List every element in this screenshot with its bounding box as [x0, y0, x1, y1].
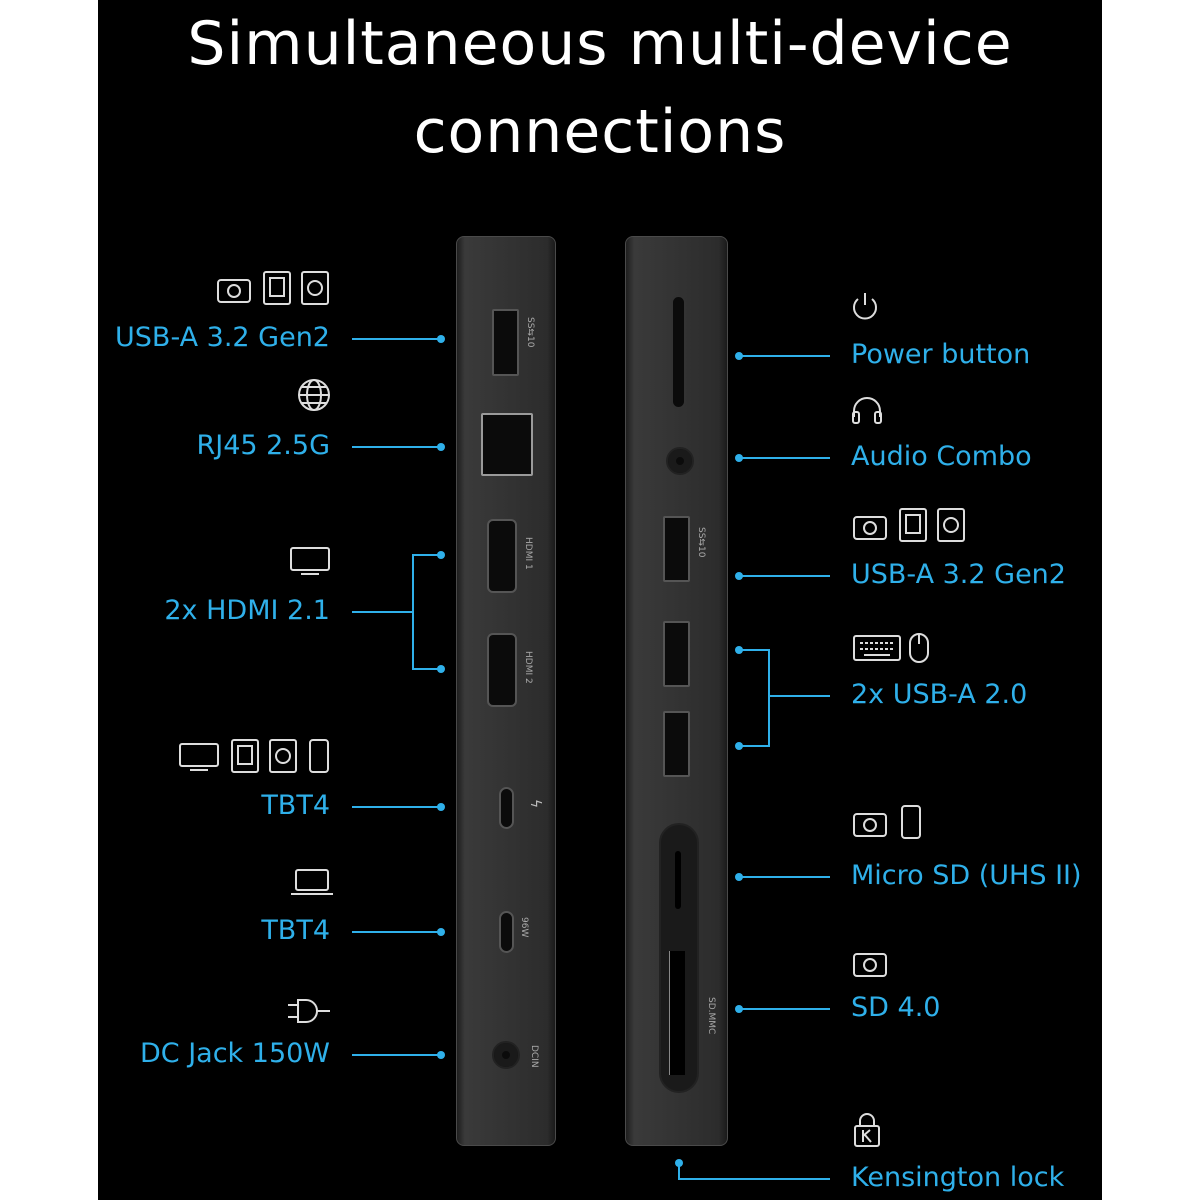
power-button — [671, 295, 686, 409]
96w-marking: 96W — [519, 917, 529, 938]
callout-line — [678, 1162, 680, 1180]
label-kensington: Kensington lock — [851, 1162, 1065, 1193]
callout-line — [352, 446, 440, 448]
audio-jack — [666, 447, 694, 475]
label-usb-a-left: USB-A 3.2 Gen2 — [115, 322, 330, 353]
callout-line — [738, 575, 830, 577]
callout-bracket — [768, 649, 770, 747]
usb-2-port-2 — [663, 711, 690, 777]
label-usb-2: 2x USB-A 2.0 — [851, 679, 1028, 710]
label-dc-jack: DC Jack 150W — [139, 1038, 330, 1069]
camera-icon — [852, 944, 890, 980]
label-hdmi: 2x HDMI 2.1 — [164, 595, 330, 626]
label-power-button: Power button — [851, 339, 1031, 370]
label-usb-a-right: USB-A 3.2 Gen2 — [851, 559, 1066, 590]
dcin-marking: DCIN — [529, 1045, 539, 1068]
globe-icon — [297, 378, 331, 412]
thunderbolt-port-2 — [499, 911, 514, 953]
callout-dot — [437, 928, 445, 936]
black-background — [98, 0, 1102, 1200]
callout-line — [678, 1178, 830, 1180]
camera-ssd-hdd-icons — [852, 507, 968, 543]
headphones-icon — [851, 395, 883, 425]
callout-dot — [437, 443, 445, 451]
microsd-slot — [675, 851, 681, 909]
page-title: Simultaneous multi-device connections — [187, 9, 1013, 167]
callout-line — [738, 649, 770, 651]
ss10-marking: SS⇆10 — [525, 317, 535, 348]
rj45-port — [481, 413, 533, 476]
label-sd: SD 4.0 — [851, 992, 941, 1023]
callout-dot — [437, 1051, 445, 1059]
sdmmc-marking: SD.MMC — [706, 997, 716, 1035]
lightning-icon: ϟ — [527, 799, 543, 809]
callout-line — [352, 338, 440, 340]
callout-line — [738, 876, 830, 878]
monitor-icon — [289, 546, 331, 576]
callout-line — [352, 1054, 440, 1056]
dock-left-side: SS⇆10 HDMI 1 HDMI 2 ϟ 96W DCIN — [456, 236, 556, 1146]
callout-dot — [437, 803, 445, 811]
dc-jack-port — [492, 1041, 520, 1069]
callout-line — [738, 745, 770, 747]
hdmi-port-1 — [487, 519, 517, 593]
callout-dot — [437, 551, 445, 559]
laptop-icon — [290, 868, 334, 898]
callout-line — [412, 668, 440, 670]
camera-ssd-hdd-icons — [216, 270, 332, 306]
ss10-marking: SS⇆10 — [696, 527, 706, 558]
thunderbolt-port-1 — [499, 787, 514, 829]
callout-line — [352, 806, 440, 808]
kensington-lock-icon — [852, 1112, 882, 1148]
usb-a-port — [663, 516, 690, 582]
label-rj45: RJ45 2.5G — [196, 430, 330, 461]
callout-line — [352, 931, 440, 933]
callout-line — [768, 695, 830, 697]
hdmi2-marking: HDMI 2 — [523, 651, 533, 684]
label-tbt4-2: TBT4 — [261, 915, 330, 946]
power-plug-icon — [286, 996, 332, 1026]
power-icon — [850, 291, 880, 321]
hdmi-port-2 — [487, 633, 517, 707]
label-tbt4-1: TBT4 — [261, 790, 330, 821]
callout-bracket — [412, 554, 414, 670]
label-microsd: Micro SD (UHS II) — [851, 860, 1082, 891]
camera-phone-icons — [852, 804, 924, 840]
keyboard-mouse-icons — [852, 632, 932, 664]
monitor-ssd-hdd-phone-icons — [178, 738, 334, 774]
callout-line — [352, 611, 414, 613]
callout-line — [738, 355, 830, 357]
callout-line — [738, 1008, 830, 1010]
callout-dot — [437, 665, 445, 673]
callout-line — [738, 457, 830, 459]
callout-dot — [437, 335, 445, 343]
label-audio-combo: Audio Combo — [851, 441, 1032, 472]
usb-2-port-1 — [663, 621, 690, 687]
sd-slot — [669, 951, 685, 1075]
dock-right-side: SS⇆10 SD.MMC — [625, 236, 728, 1146]
hdmi1-marking: HDMI 1 — [523, 537, 533, 570]
card-reader-panel — [659, 823, 699, 1093]
callout-line — [412, 554, 440, 556]
usb-a-port — [492, 309, 519, 376]
